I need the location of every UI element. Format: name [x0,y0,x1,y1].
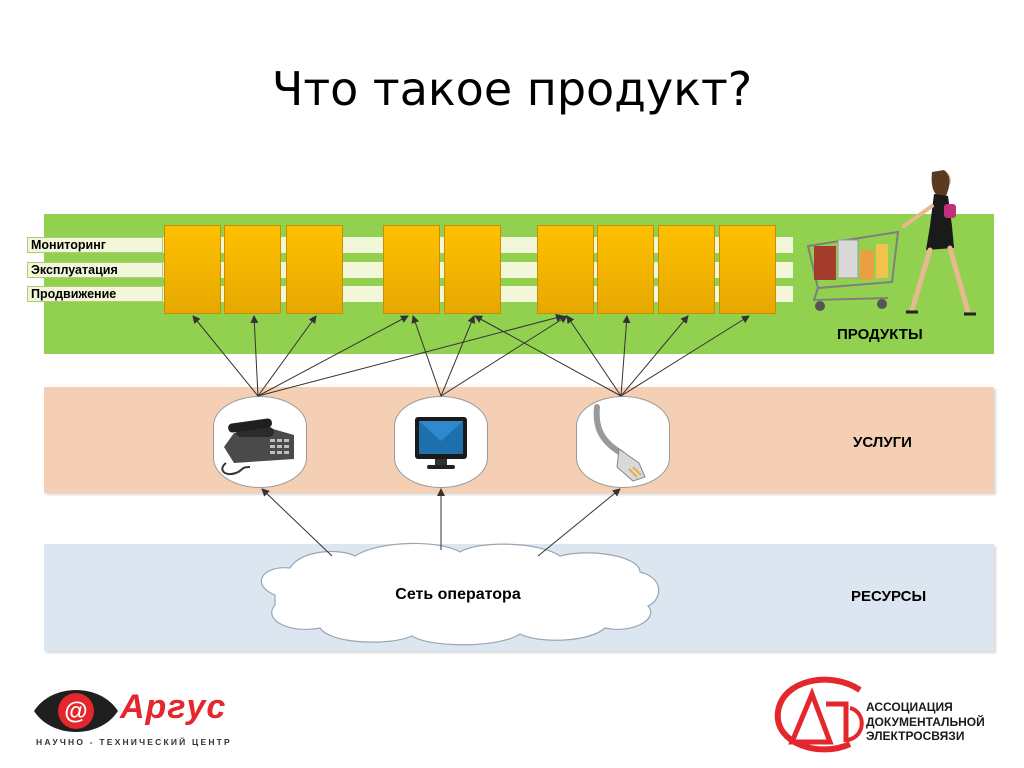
product-box [719,225,776,314]
phone-icon [221,418,294,475]
service-internet [576,396,670,488]
product-box [597,225,654,314]
product-box [286,225,343,314]
ade-line-1: АССОЦИАЦИЯ [866,700,953,714]
argus-logo-subtitle: НАУЧНО - ТЕХНИЧЕСКИЙ ЦЕНТР [36,737,232,747]
shopper-illustration [806,170,976,316]
product-box [164,225,221,314]
ade-line-2: ДОКУМЕНТАЛЬНОЙ [866,714,985,729]
argus-logo-name: Аргус [120,688,227,726]
service-telephony [213,396,307,488]
ade-logo-icon [774,676,864,753]
ade-line-3: ЭЛЕКТРОСВЯЗИ [866,729,965,743]
service-television [394,396,488,488]
services-layer-label: УСЛУГИ [853,434,912,451]
products-layer-label: ПРОДУКТЫ [837,326,923,343]
product-box [537,225,594,314]
resources-layer-label: РЕСУРСЫ [851,588,927,605]
slide-title: Что такое продукт? [271,62,753,116]
ade-logo-text: АССОЦИАЦИЯ ДОКУМЕНТАЛЬНОЙ ЭЛЕКТРОСВЯЗИ [866,700,985,744]
argus-logo-icon: @ [34,690,118,732]
row-label-promotion: Продвижение [27,286,163,302]
services-layer [44,387,994,493]
product-box [383,225,440,314]
tv-icon [415,417,467,469]
product-box [658,225,715,314]
operator-network-label: Сеть оператора [395,586,521,603]
row-label-operation: Эксплуатация [27,262,163,278]
network-cable-icon [593,404,646,482]
resource-arrows [261,488,621,557]
product-box [444,225,501,314]
operator-network-cloud [260,542,660,646]
service-arrows [192,313,750,397]
product-box [224,225,281,314]
row-label-monitoring: Мониторинг [27,237,163,253]
svg-text:@: @ [64,698,87,725]
